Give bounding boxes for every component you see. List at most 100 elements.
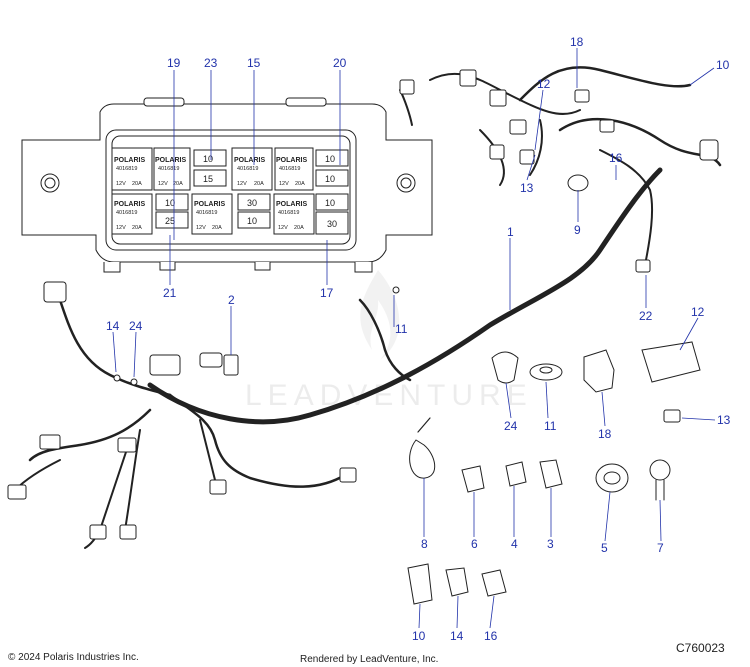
callout-1[interactable]: 1 — [507, 225, 514, 239]
part-16-clip — [481, 569, 507, 597]
part-10-boot — [407, 563, 433, 605]
callout-18[interactable]: 18 — [570, 35, 584, 49]
fuse-box: POLARIS 4016819 12V 20A POLARIS 4016819 … — [21, 97, 433, 273]
svg-text:10: 10 — [203, 154, 213, 164]
harness-connectors — [7, 69, 719, 540]
callout-24b[interactable]: 24 — [504, 419, 518, 433]
svg-text:10: 10 — [247, 216, 257, 226]
fuse-column-10: 30 10 — [237, 193, 271, 229]
relay-1: POLARIS 4016819 12V 20A — [111, 147, 153, 191]
callout-10b[interactable]: 10 — [412, 629, 426, 643]
svg-text:10: 10 — [165, 198, 175, 208]
svg-text:POLARIS: POLARIS — [114, 157, 145, 164]
part-4-clip — [505, 461, 527, 487]
svg-text:20A: 20A — [295, 181, 305, 187]
svg-text:20A: 20A — [132, 225, 142, 231]
svg-text:12V: 12V — [279, 181, 289, 187]
svg-text:POLARIS: POLARIS — [276, 157, 307, 164]
svg-text:20A: 20A — [132, 181, 142, 187]
callouts: 19 23 15 20 21 17 18 10 12 16 13 9 1 22 … — [106, 35, 731, 643]
watermark: LEADVENTURE — [245, 270, 527, 412]
part-7-push-clip — [649, 459, 671, 481]
grommet-9 — [567, 174, 589, 192]
callout-3[interactable]: 3 — [547, 537, 554, 551]
svg-text:20A: 20A — [294, 225, 304, 231]
svg-text:POLARIS: POLARIS — [114, 201, 145, 208]
svg-text:4016819: 4016819 — [196, 210, 217, 216]
svg-text:4016819: 4016819 — [237, 166, 258, 172]
svg-text:4016819: 4016819 — [116, 210, 137, 216]
callout-14[interactable]: 14 — [106, 319, 120, 333]
callout-16b[interactable]: 16 — [484, 629, 498, 643]
callout-13b[interactable]: 13 — [717, 413, 731, 427]
callout-21[interactable]: 21 — [163, 286, 177, 300]
callout-15[interactable]: 15 — [247, 56, 261, 70]
part-13-clip — [663, 409, 681, 423]
fuse-column-6: 10 10 — [315, 149, 349, 187]
callout-19[interactable]: 19 — [167, 56, 181, 70]
svg-text:10: 10 — [325, 174, 335, 184]
svg-text:POLARIS: POLARIS — [276, 201, 307, 208]
svg-text:20A: 20A — [173, 181, 183, 187]
fuse-column-8: 10 25 — [155, 193, 189, 229]
callout-5[interactable]: 5 — [601, 541, 608, 555]
callout-16[interactable]: 16 — [609, 151, 623, 165]
svg-text:12V: 12V — [196, 225, 206, 231]
svg-text:4016819: 4016819 — [279, 166, 300, 172]
copyright: © 2024 Polaris Industries Inc. — [8, 652, 139, 663]
loose-parts — [407, 341, 701, 605]
callout-10[interactable]: 10 — [716, 58, 730, 72]
callout-20[interactable]: 20 — [333, 56, 347, 70]
svg-text:POLARIS: POLARIS — [234, 157, 265, 164]
callout-18b[interactable]: 18 — [598, 427, 612, 441]
part-14-boot — [445, 567, 469, 597]
relay-4: POLARIS 4016819 12V 20A — [231, 147, 273, 191]
svg-text:12V: 12V — [237, 181, 247, 187]
svg-text:30: 30 — [247, 198, 257, 208]
svg-text:15: 15 — [203, 174, 213, 184]
callout-11b[interactable]: 11 — [544, 419, 557, 433]
svg-text:10: 10 — [325, 154, 335, 164]
svg-text:POLARIS: POLARIS — [155, 157, 186, 164]
callout-8[interactable]: 8 — [421, 537, 428, 551]
svg-text:30: 30 — [327, 219, 337, 229]
callout-22[interactable]: 22 — [639, 309, 653, 323]
callout-9[interactable]: 9 — [574, 223, 581, 237]
svg-text:4016819: 4016819 — [116, 166, 137, 172]
svg-text:10: 10 — [325, 198, 335, 208]
callout-11[interactable]: 11 — [395, 322, 408, 336]
part-24-boot — [491, 351, 519, 384]
svg-text:4016819: 4016819 — [158, 166, 179, 172]
callout-24[interactable]: 24 — [129, 319, 143, 333]
svg-text:POLARIS: POLARIS — [194, 201, 225, 208]
callout-23[interactable]: 23 — [204, 56, 218, 70]
svg-text:12V: 12V — [158, 181, 168, 187]
connector-2b — [223, 354, 239, 376]
diagram-id: C760023 — [676, 641, 725, 655]
callout-12b[interactable]: 12 — [691, 305, 705, 319]
callout-2[interactable]: 2 — [228, 293, 235, 307]
fuse-column-12: 10 30 — [315, 193, 349, 235]
callout-14b[interactable]: 14 — [450, 629, 464, 643]
svg-text:4016819: 4016819 — [278, 210, 299, 216]
callout-12[interactable]: 12 — [537, 77, 551, 91]
callout-4[interactable]: 4 — [511, 537, 518, 551]
relay-2: POLARIS 4016819 12V 20A — [153, 147, 191, 191]
svg-text:12V: 12V — [116, 225, 126, 231]
svg-text:20A: 20A — [254, 181, 264, 187]
relay-5: POLARIS 4016819 12V 20A — [274, 147, 314, 191]
svg-text:25: 25 — [165, 216, 175, 226]
relay-11: POLARIS 4016819 12V 20A — [273, 193, 315, 235]
callout-7[interactable]: 7 — [657, 541, 664, 555]
callout-13[interactable]: 13 — [520, 181, 534, 195]
callout-6[interactable]: 6 — [471, 537, 478, 551]
part-8-tie — [409, 439, 436, 479]
svg-text:12V: 12V — [116, 181, 126, 187]
part-6-clip — [461, 465, 485, 493]
footer: © 2024 Polaris Industries Inc. Rendered … — [8, 641, 725, 665]
svg-text:20A: 20A — [212, 225, 222, 231]
fuse-column-3: 10 15 — [193, 149, 227, 187]
leader-lines — [112, 48, 716, 629]
callout-17[interactable]: 17 — [320, 286, 334, 300]
